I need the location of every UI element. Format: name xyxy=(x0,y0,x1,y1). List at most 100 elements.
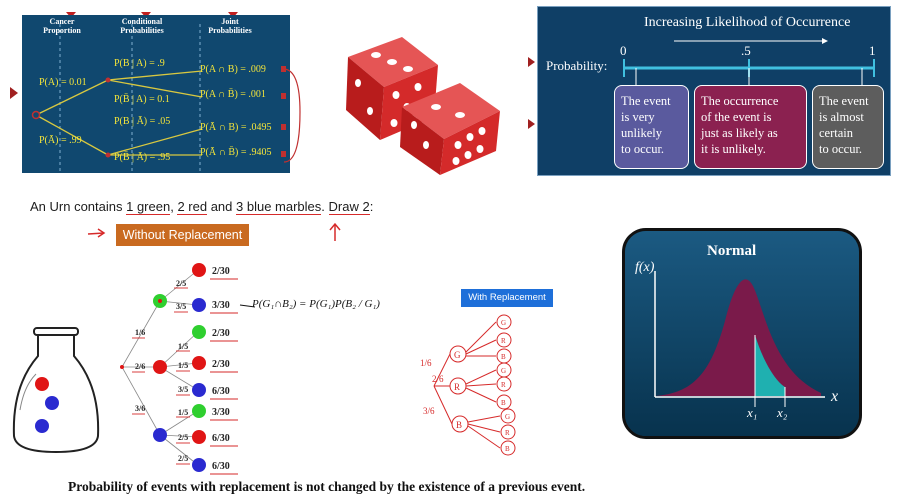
cond-prob-label: P(B̄ | A) = 0.1 xyxy=(114,94,170,105)
x-axis-label: x xyxy=(830,388,838,405)
branch-prob: 2/5 xyxy=(178,433,188,442)
branch-prob: 3/5 xyxy=(176,302,186,311)
bracket-annotation xyxy=(281,66,301,163)
node-label: R xyxy=(454,382,460,392)
likelihood-axis xyxy=(623,38,875,85)
dice-illustration xyxy=(346,37,500,175)
die-icon xyxy=(400,83,500,175)
slide-marker-icon xyxy=(528,57,535,67)
urn-jar-illustration xyxy=(12,327,100,454)
node-label: B xyxy=(456,420,462,430)
outcome-prob: 2/30 xyxy=(212,359,230,370)
blue-marble-icon xyxy=(192,383,206,397)
without-replacement-tree: 1/6 2/6 3/6 2/5 3/5 1/5 1/5 3/5 1/5 2/5 … xyxy=(120,263,256,475)
outcome-prob: 3/30 xyxy=(212,407,230,418)
likelihood-scale-panel: Increasing Likelihood of Occurrence Prob… xyxy=(537,6,891,176)
blue-marble-icon xyxy=(45,396,59,410)
branch-prob: 3/6 xyxy=(135,404,145,413)
with-replacement-tree: 1/6 2/6 3/6 G R B G R B G R B G R B xyxy=(420,314,516,456)
tick-label: .5 xyxy=(741,43,751,58)
red-marble-icon xyxy=(192,430,206,444)
leaf-label: B xyxy=(505,445,510,453)
bottom-caption: Probability of events with replacement i… xyxy=(68,479,586,494)
joint-prob-label: P(Ā ∩ B̄) = .9405 xyxy=(200,147,272,158)
joint-prob-label: P(Ā ∩ B) = .0495 xyxy=(200,122,272,133)
leaf-label: R xyxy=(501,381,506,389)
outcome-prob: 3/30 xyxy=(212,300,230,311)
outcome-prob: 2/30 xyxy=(212,328,230,339)
leaf-label: R xyxy=(505,429,510,437)
red-marble-icon xyxy=(192,263,206,277)
branch-prob: 3/5 xyxy=(178,385,188,394)
die-icon xyxy=(346,37,438,140)
outcome-prob: 6/30 xyxy=(212,386,230,397)
urn-problem-statement: An Urn contains 1 green, 2 red and 3 blu… xyxy=(30,199,374,215)
slide-marker-icon xyxy=(10,87,18,99)
branch-prob: 2/6 xyxy=(135,362,145,371)
branch-prob: 1/6 xyxy=(135,328,145,337)
y-axis-label: f(x) xyxy=(635,260,655,275)
leaf-label: B xyxy=(501,399,506,407)
unlikely-box: The event is very unlikely to occur. xyxy=(614,85,689,169)
red-marble-icon xyxy=(153,360,167,374)
normal-curve: Normal f(x) x x₁ x₂ xyxy=(625,231,859,436)
likelihood-title: Increasing Likelihood of Occurrence xyxy=(644,15,851,30)
red-arrow-icon xyxy=(87,228,106,238)
probability-label: Probability: xyxy=(546,58,608,73)
slide-marker-icon xyxy=(528,119,535,129)
cond-prob-label: P(B | Ā) = .05 xyxy=(114,116,171,127)
text: : xyxy=(369,199,374,214)
text: , xyxy=(170,199,178,214)
text: An Urn contains xyxy=(30,199,127,214)
leaf-label: R xyxy=(501,337,506,345)
green-count: 1 green xyxy=(126,199,171,215)
green-marble-icon xyxy=(192,404,206,418)
draw-count: Draw 2 xyxy=(328,199,370,215)
outcome-prob: 6/30 xyxy=(212,433,230,444)
green-marble-icon xyxy=(192,325,206,339)
leaf-label: G xyxy=(501,367,506,375)
leaf-label: G xyxy=(501,319,506,327)
prob-a-label: P(A) = 0.01 xyxy=(39,77,87,88)
outcome-prob: 2/30 xyxy=(212,266,230,277)
branch-prob: 1/6 xyxy=(420,358,432,368)
blue-marble-icon xyxy=(35,419,49,433)
leaf-label: B xyxy=(501,353,506,361)
normal-distribution-panel: Normal f(x) x x₁ x₂ xyxy=(622,228,862,439)
normal-title: Normal xyxy=(707,243,756,259)
red-up-arrow-icon xyxy=(329,222,341,241)
text: . xyxy=(321,199,329,214)
cond-prob-label: P(B | A) = .9 xyxy=(114,58,165,69)
outcome-prob: 6/30 xyxy=(212,461,230,472)
blue-marble-icon xyxy=(192,458,206,472)
cond-prob-label: P(B̄ | Ā) = .95 xyxy=(114,152,171,163)
text: and xyxy=(207,199,236,214)
certain-box: The event is almost certain to occur. xyxy=(812,85,884,169)
branch-prob: 1/5 xyxy=(178,361,188,370)
tick-label: 1 xyxy=(869,43,876,58)
joint-prob-label: P(A ∩ B̄) = .001 xyxy=(200,89,266,100)
branch-prob: 2/5 xyxy=(178,454,188,463)
tick-label: 0 xyxy=(620,43,627,58)
branch-prob: 2/5 xyxy=(176,279,186,288)
even-chance-box: The occurrence of the event is just as l… xyxy=(694,85,807,169)
with-replacement-button[interactable]: With Replacement xyxy=(461,289,553,307)
branch-prob: 1/5 xyxy=(178,342,188,351)
red-count: 2 red xyxy=(177,199,208,215)
red-marble-icon xyxy=(192,356,206,370)
branch-prob: 1/5 xyxy=(178,408,188,417)
leaf-label: G xyxy=(505,413,510,421)
red-marble-icon xyxy=(35,377,49,391)
without-replacement-button[interactable]: Without Replacement xyxy=(116,224,249,246)
branch-prob: 2/6 xyxy=(432,374,444,384)
blue-count: 3 blue marbles xyxy=(236,199,322,215)
tree-lines xyxy=(31,24,203,173)
conditional-formula: P(G₁∩B₂) = P(G₁)P(B₂ / G₁) xyxy=(252,298,380,310)
blue-marble-icon xyxy=(153,428,167,442)
node-label: G xyxy=(454,350,461,360)
x2-label: x₂ xyxy=(776,405,788,420)
blue-marble-icon xyxy=(192,298,206,312)
